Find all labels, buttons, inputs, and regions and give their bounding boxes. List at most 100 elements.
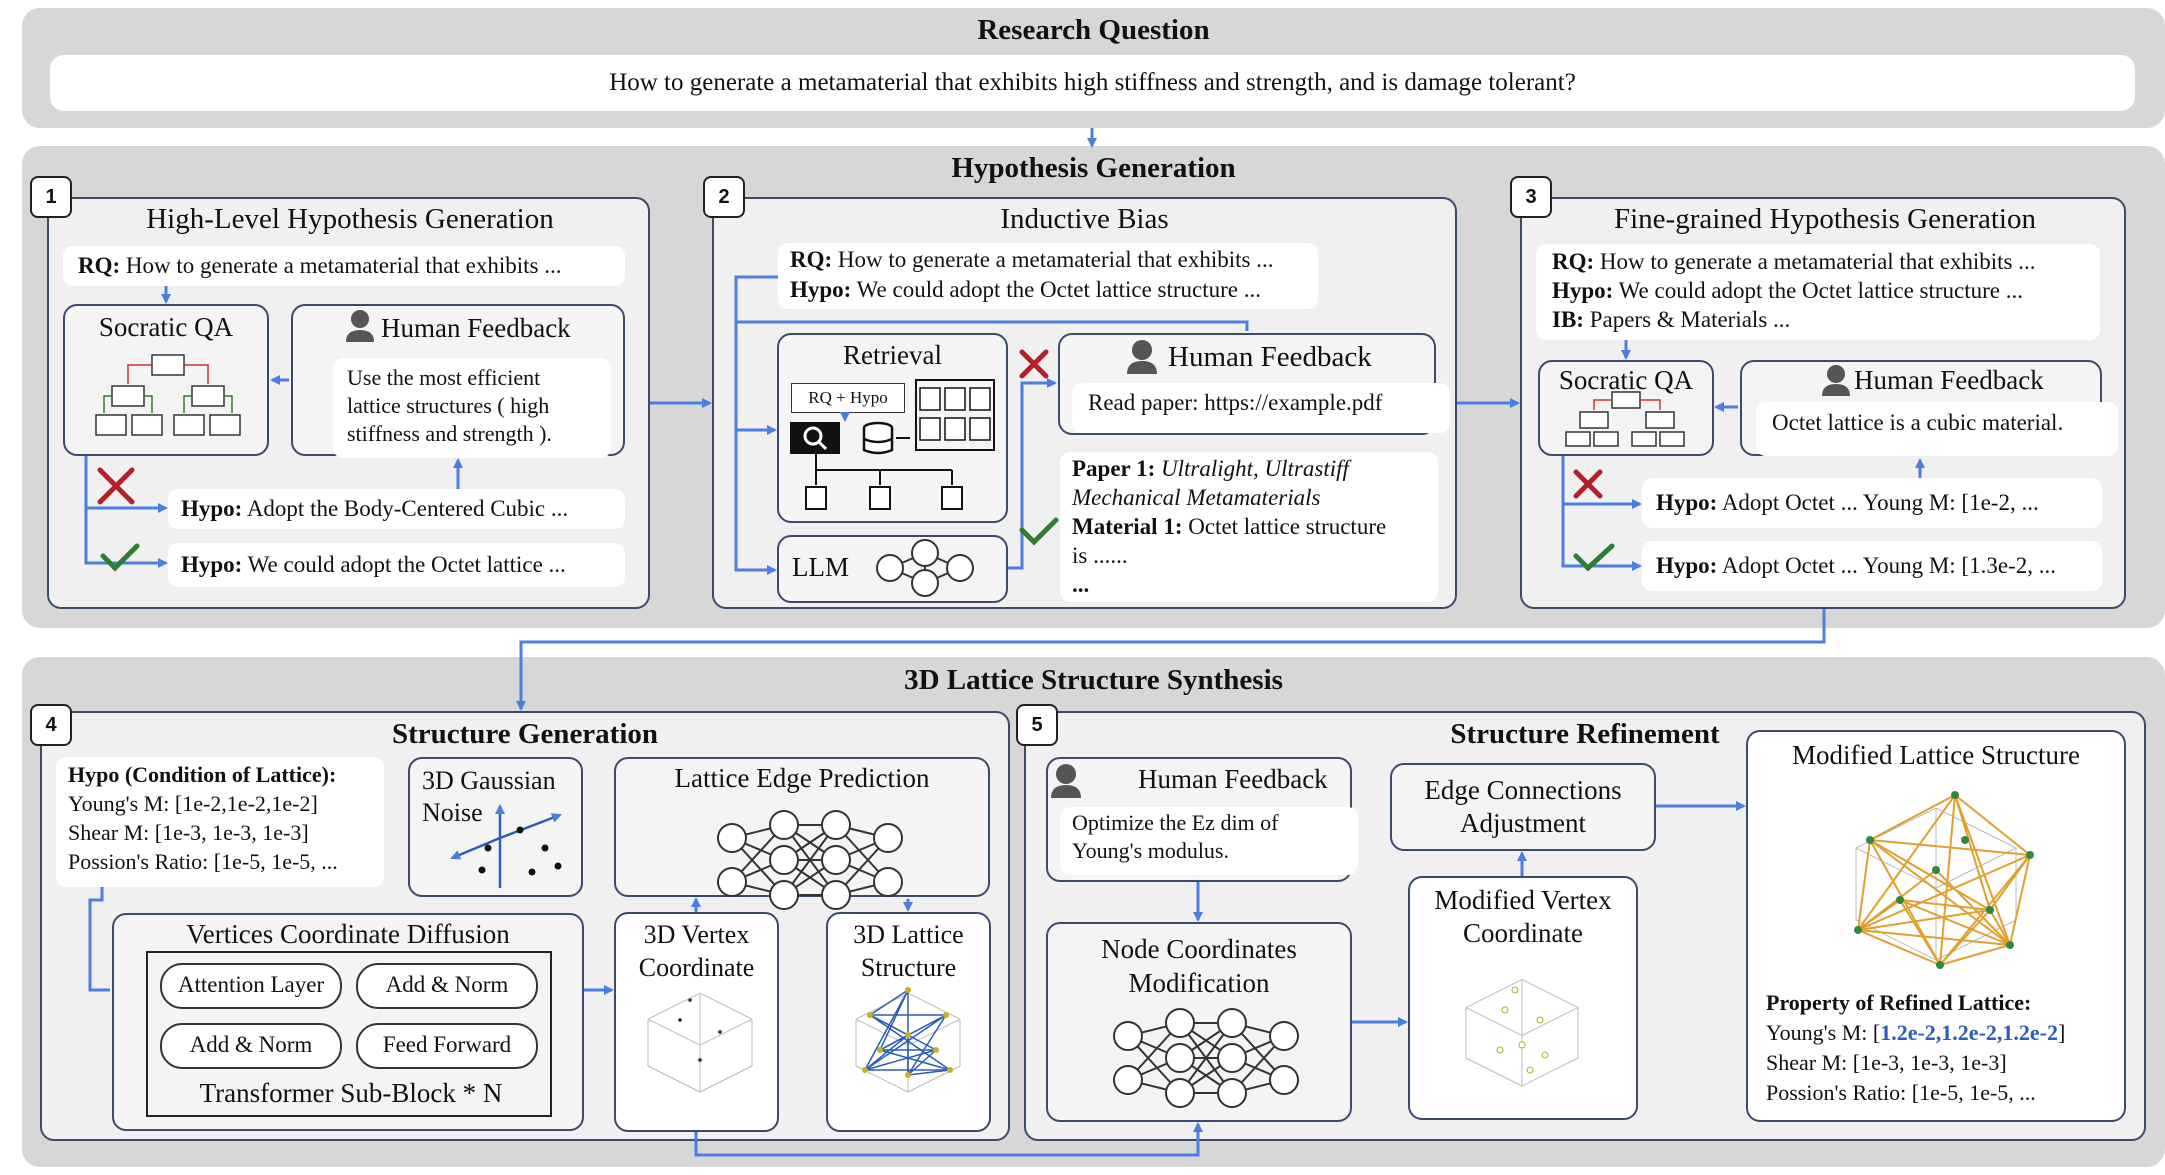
rq-label: RQ: (790, 247, 833, 272)
material-label: Material 1: (1072, 514, 1183, 539)
human-feedback-label: Human Feedback (1168, 343, 1372, 372)
rq-label: RQ: (78, 253, 121, 278)
rq-text: How to generate a metamaterial that exhi… (1594, 249, 2036, 274)
edge-adj-text: Edge Connections (1424, 775, 1622, 805)
synthesis-title: 3D Lattice Structure Synthesis (904, 664, 1283, 696)
feedback-bubble: Optimize the Ez dim of Young's modulus. (1060, 807, 1358, 875)
step3-hypo-rejected: Hypo: Adopt Octet ... Young M: [1e-2, ..… (1642, 478, 2102, 528)
refined-properties: Property of Refined Lattice: Young's M: … (1766, 988, 2065, 1108)
hypo-label: Hypo: (1656, 553, 1718, 578)
rq-text: How to generate a metamaterial that exhi… (832, 247, 1274, 272)
step1-title: High-Level Hypothesis Generation (146, 203, 554, 235)
hf-text: Human Feedback (1854, 365, 2044, 395)
mod-vertex-text: Modified Vertex (1434, 885, 1612, 915)
llm-box: LLM (777, 535, 1008, 603)
node-text: Modification (1128, 968, 1270, 998)
material-text: is ...... (1072, 543, 1128, 568)
lattice-text: 3D Lattice (853, 920, 964, 949)
diffusion-box: Vertices Coordinate Diffusion Attention … (112, 913, 584, 1131)
step2-number: 2 (703, 176, 745, 218)
llm-label: LLM (792, 552, 849, 582)
hypo-label: Hypo: (1552, 278, 1614, 303)
transformer-block: Attention Layer Add & Norm Add & Norm Fe… (146, 951, 552, 1117)
ib-text: Papers & Materials ... (1583, 307, 1791, 332)
vertex-text: 3D Vertex (643, 920, 750, 949)
hypo-label: Hypo: (790, 277, 852, 302)
add-norm-2: Add & Norm (160, 1023, 342, 1069)
retrieval-label: Retrieval (843, 340, 942, 370)
edge-prediction-label: Lattice Edge Prediction (674, 763, 930, 793)
feedback-text: Octet lattice is a cubic material. (1772, 410, 2064, 435)
hypo-text: Adopt Octet ... Young M: [1.3e-2, ... (1717, 553, 2056, 578)
step4-title: Structure Generation (391, 718, 659, 750)
shear-line: Shear M: [1e-3, 1e-3, 1e-3] (1766, 1050, 2007, 1075)
research-question-box: How to generate a metamaterial that exhi… (50, 55, 2135, 111)
step1-hypo-rejected: Hypo: Adopt the Body-Centered Cubic ... (168, 489, 625, 529)
ellipsis: ... (1072, 572, 1090, 597)
feedback-bubble: Octet lattice is a cubic material. (1756, 402, 2118, 456)
ib-label: IB: (1552, 307, 1584, 332)
noise-text: 3D Gaussian (422, 766, 556, 795)
paper-label: Paper 1: (1072, 456, 1156, 481)
feedback-line: Optimize the Ez dim of (1072, 810, 1279, 835)
young-value: 1.2e-2,1.2e-2,1.2e-2 (1880, 1020, 2058, 1045)
socratic-qa-label: Socratic QA (1558, 365, 1694, 395)
attention-layer: Attention Layer (160, 963, 342, 1009)
query-box: RQ + Hypo (791, 383, 905, 413)
node-text: Node Coordinates (1101, 934, 1297, 964)
step3-hypo-accepted: Hypo: Adopt Octet ... Young M: [1.3e-2, … (1642, 541, 2102, 591)
hypo-label: Hypo: (181, 552, 243, 577)
transformer-label: Transformer Sub-Block * N (199, 1078, 503, 1108)
human-feedback-label: Human Feedback (381, 314, 571, 343)
condition-card: Hypo (Condition of Lattice): Young's M: … (56, 757, 384, 887)
paper-title: Ultralight, Ultrastiff (1155, 456, 1349, 481)
hf-text: Human Feedback (381, 313, 571, 343)
paper-title: Mechanical Metamaterials (1072, 485, 1321, 510)
young-label: Young's M: [ (1766, 1020, 1881, 1045)
research-question-text: How to generate a metamaterial that exhi… (609, 69, 1576, 96)
paper-material-card: Paper 1: Ultralight, Ultrastiff Mechanic… (1060, 452, 1438, 602)
material-text: Octet lattice structure (1182, 514, 1387, 539)
feedback-line: Young's modulus. (1072, 838, 1229, 863)
retrieval-box: Retrieval RQ + Hypo (777, 333, 1008, 523)
modified-lattice-box: Modified Lattice Structure Property of R… (1746, 730, 2126, 1122)
rq-label: RQ: (1552, 249, 1595, 274)
feedback-line: stiffness and strength ). (347, 421, 552, 446)
feedback-bubble: Read paper: https://example.pdf (1072, 383, 1450, 433)
step1-number: 1 (30, 176, 72, 218)
hypo-text: We could adopt the Octet lattice structu… (851, 277, 1262, 302)
condition-title: Hypo (Condition of Lattice): (68, 762, 337, 787)
hypothesis-generation-title: Hypothesis Generation (951, 152, 1236, 184)
noise-text: Noise (422, 798, 483, 827)
hypo-label: Hypo: (181, 496, 243, 521)
research-question-title: Research Question (977, 14, 1210, 46)
hypo-text: Adopt the Body-Centered Cubic ... (242, 496, 569, 521)
hypo-text: We could adopt the Octet lattice ... (242, 552, 566, 577)
condition-line: Young's M: [1e-2,1e-2,1e-2] (68, 791, 318, 816)
poisson-line: Possion's Ratio: [1e-5, 1e-5, ... (1766, 1080, 2036, 1105)
step2-human-feedback: Human Feedback Read paper: https://examp… (1058, 333, 1450, 435)
diffusion-label: Vertices Coordinate Diffusion (186, 919, 510, 949)
step5-title: Structure Refinement (1450, 718, 1720, 750)
step3-title: Fine-grained Hypothesis Generation (1613, 203, 2036, 235)
hf-text: Human Feedback (1138, 764, 1328, 794)
step1-socratic-qa: Socratic QA (63, 304, 269, 456)
step3-number: 3 (1510, 176, 1552, 218)
vertex-text: Coordinate (638, 953, 755, 982)
condition-line: Shear M: [1e-3, 1e-3, 1e-3] (68, 820, 309, 845)
condition-line: Possion's Ratio: [1e-5, 1e-5, ... (68, 849, 338, 874)
edge-adj-text: Adjustment (1460, 808, 1586, 838)
mod-vertex-text: Coordinate (1463, 918, 1583, 948)
feedback-text: Read paper: https://example.pdf (1088, 390, 1383, 415)
